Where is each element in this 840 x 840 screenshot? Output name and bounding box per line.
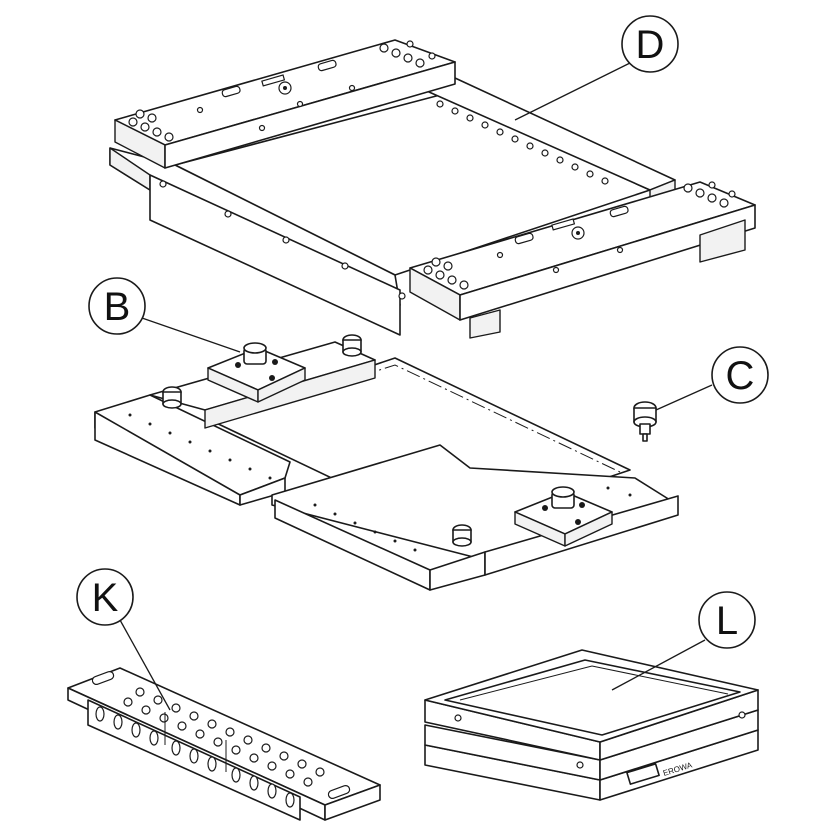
pallet-part-l: EROWA (424, 649, 759, 801)
clamping-module-1 (207, 342, 306, 403)
rail-flange-side (324, 784, 381, 821)
frame-beam-front-holes (423, 181, 736, 290)
callout-b-label: B (104, 285, 131, 329)
block-hole-dots (128, 413, 632, 552)
leader-d (514, 61, 633, 121)
frame-rail-near-side (149, 174, 401, 336)
callout-d-label: D (636, 23, 665, 67)
frame-beam-rear-front (164, 61, 456, 169)
callout-d: D (621, 15, 679, 73)
callout-k: K (76, 568, 134, 626)
frame-part-d (109, 39, 756, 339)
frame-foot-left (469, 309, 501, 339)
clamping-pin-part-c (633, 401, 657, 442)
clamping-module-2 (514, 486, 613, 547)
rail-part-k (67, 667, 381, 821)
callout-l-label: L (716, 599, 738, 643)
rail-side-holes (95, 706, 295, 808)
callout-l: L (698, 591, 756, 649)
rail-top-holes (123, 687, 325, 787)
leader-b (141, 317, 241, 353)
clamping-pin-1 (342, 334, 362, 357)
leader-l (611, 639, 706, 691)
frame-beam-front-front (459, 204, 756, 321)
strip-upper-side (204, 359, 376, 429)
frame-beam-rear-holes (128, 40, 436, 142)
frame-foot-right (699, 219, 746, 263)
callout-c-label: C (726, 354, 755, 398)
base-plate-part-b (94, 334, 679, 591)
callout-b: B (88, 277, 146, 335)
frame-rail-hole-row (436, 100, 609, 185)
pallet-top-inner (444, 659, 741, 736)
clamping-pin-2 (162, 386, 182, 409)
callout-k-label: K (92, 576, 119, 620)
callout-c: C (711, 346, 769, 404)
clamping-pin-3 (452, 524, 472, 547)
block-right-front-mid (429, 551, 486, 591)
leader-k (119, 619, 171, 711)
leader-c (655, 384, 713, 411)
